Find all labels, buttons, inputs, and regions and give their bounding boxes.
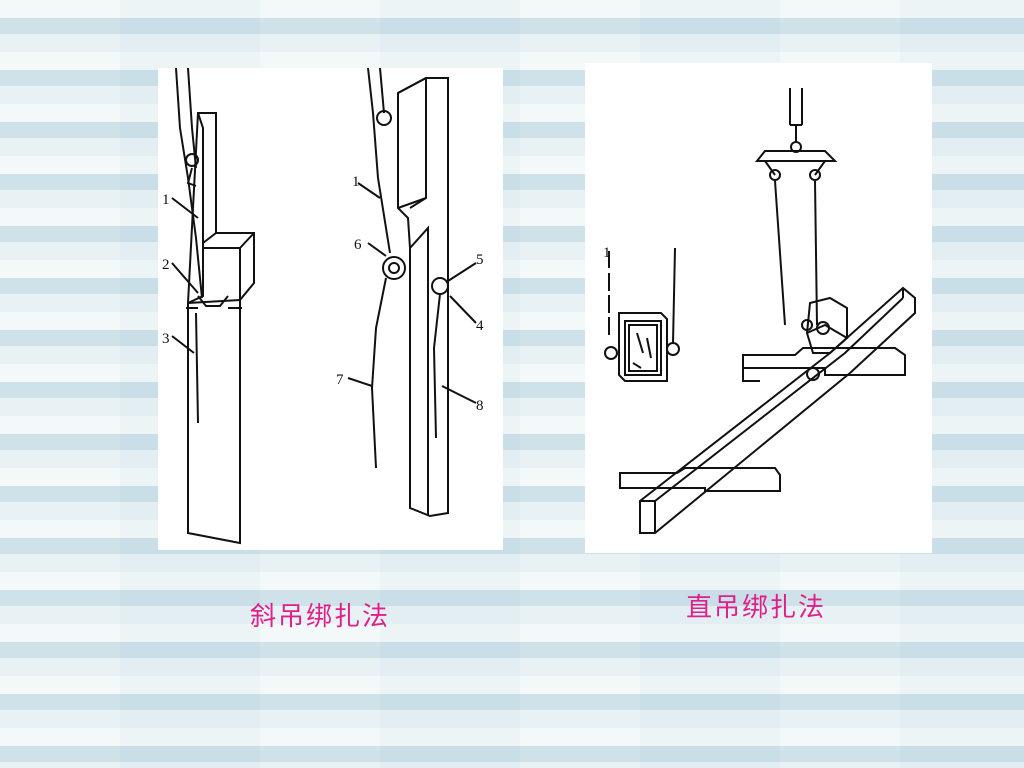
caption-vertical-lifting: 直吊绑扎法 (686, 593, 827, 623)
vertical-lifting-drawing: 1 (603, 88, 916, 534)
label-sling-3: 3 (162, 331, 170, 347)
label-pin-4: 4 (476, 318, 484, 334)
label-ring-6: 6 (354, 237, 362, 253)
label-rope-1: 1 (162, 192, 170, 208)
label-rope-1b: 1 (352, 174, 360, 190)
label-section-1: 1 (603, 245, 611, 261)
label-rope-7: 7 (336, 372, 344, 388)
vertical-lifting-figure: 1 (585, 63, 932, 553)
oblique-lifting-figure: 1 2 3 1 6 5 4 7 8 (158, 68, 503, 550)
label-pin-2: 2 (162, 257, 170, 273)
label-rope-8: 8 (476, 398, 484, 414)
label-shackle-5: 5 (476, 252, 484, 268)
oblique-lifting-drawing: 1 2 3 1 6 5 4 7 8 (162, 68, 484, 545)
caption-oblique-lifting: 斜吊绑扎法 (250, 602, 391, 632)
